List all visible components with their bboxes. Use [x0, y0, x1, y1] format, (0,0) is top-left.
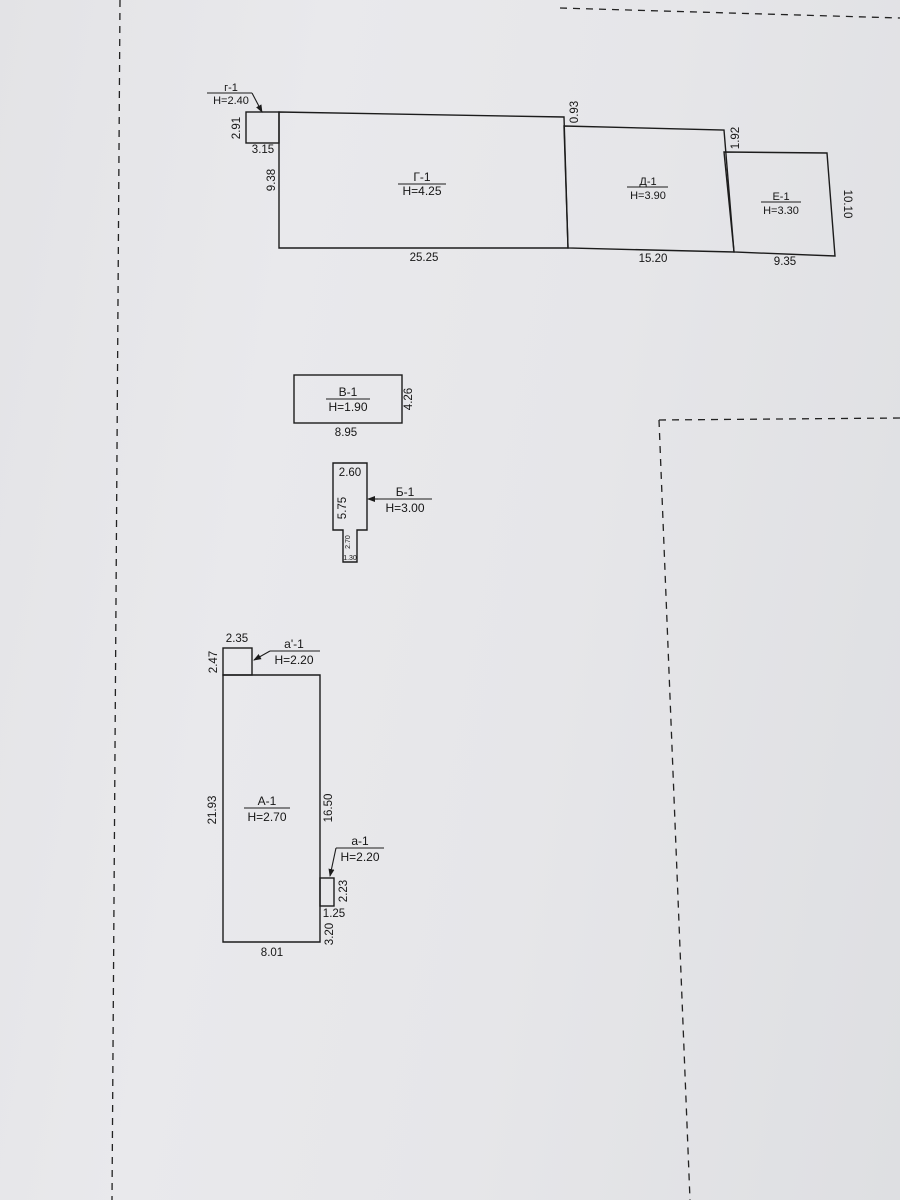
building-a1-dim-left: 21.93 [207, 796, 219, 825]
building-d1: Д-1 Н=3.90 0.93 15.20 [563, 101, 735, 265]
building-a-prime-dim-left: 2.47 [208, 651, 220, 673]
building-e1-dim-right: 10.10 [841, 190, 853, 219]
building-g-small-dim-left: 2.91 [231, 117, 243, 139]
inner-top-boundary-line [658, 417, 900, 421]
building-b1-dim-small-left: 2.70 [345, 535, 352, 549]
building-g-small-name: г-1 [224, 82, 238, 94]
building-v1-height: Н=1.90 [328, 400, 367, 414]
building-b1-outline [332, 462, 368, 563]
building-a-small-leader [328, 847, 337, 877]
building-v1-dim-right: 4.26 [403, 388, 415, 410]
building-a-small-dim-bottom: 1.25 [323, 908, 345, 920]
building-e1: Е-1 Н=3.30 1.92 10.10 9.35 [723, 127, 853, 268]
building-e1-outline [723, 151, 836, 257]
building-a-small: 2.23 1.25 а-1 Н=2.20 [319, 834, 384, 920]
building-a-small-height: Н=2.20 [340, 850, 379, 864]
building-d1-dim-bottom: 15.20 [639, 253, 668, 265]
building-v1-dim-bottom: 8.95 [335, 427, 357, 439]
building-e1-height: Н=3.30 [763, 205, 799, 217]
building-a1-dim-bottom: 8.01 [261, 947, 283, 959]
building-g1-dim-left: 9.38 [266, 169, 278, 191]
building-a-prime-height: Н=2.20 [274, 653, 313, 667]
building-v1: В-1 Н=1.90 4.26 8.95 [293, 374, 415, 439]
building-g1-dim-bottom: 25.25 [410, 252, 439, 264]
left-boundary-line [111, 0, 121, 1200]
building-v1-name: В-1 [339, 385, 358, 399]
building-a-small-name: а-1 [351, 834, 369, 848]
top-boundary-line [559, 7, 900, 19]
building-g-small-dim-bottom: 3.15 [252, 144, 274, 156]
building-a-prime-dim-top: 2.35 [226, 633, 248, 645]
building-a-small-outline [319, 877, 335, 907]
building-a-small-dim-right: 2.23 [338, 880, 350, 902]
building-v1-outline [293, 374, 403, 424]
building-b1-name: Б-1 [396, 485, 415, 499]
building-a1: А-1 Н=2.70 21.93 16.50 8.01 3.20 [207, 674, 336, 959]
building-g1-name: Г-1 [413, 170, 430, 184]
building-a1-dim-right: 16.50 [323, 794, 335, 823]
building-b1-height: Н=3.00 [385, 501, 424, 515]
building-a1-height: Н=2.70 [247, 810, 286, 824]
building-b1-dim-small-bottom: 1.30 [343, 555, 357, 562]
building-d1-name: Д-1 [639, 176, 656, 188]
building-g-small-leader [251, 92, 263, 113]
building-a1-outline [222, 674, 321, 943]
building-g-small-outline [245, 111, 280, 144]
building-e1-name: Е-1 [772, 191, 789, 203]
building-d1-dim-top-left: 0.93 [569, 101, 581, 123]
building-e1-dim-top-left: 1.92 [730, 127, 742, 149]
building-g1: Г-1 Н=4.25 9.38 25.25 [266, 111, 569, 264]
building-d1-height: Н=3.90 [630, 190, 666, 202]
building-d1-outline [563, 125, 735, 253]
building-a1-name: А-1 [258, 794, 277, 808]
building-a-prime-name: а'-1 [284, 637, 304, 651]
building-e1-dim-bottom: 9.35 [774, 256, 796, 268]
building-a-prime-outline [222, 647, 253, 676]
building-b1-dim-top: 2.60 [339, 467, 361, 479]
building-a-prime: 2.35 2.47 а'-1 Н=2.20 [208, 633, 320, 676]
building-b1: 2.60 5.75 2.70 1.30 Б-1 Н=3.00 [332, 462, 432, 563]
building-g-small-height: Н=2.40 [213, 95, 249, 107]
building-g1-height: Н=4.25 [402, 184, 441, 198]
building-a-prime-leader [253, 650, 271, 661]
building-b1-dim-left: 5.75 [337, 497, 349, 519]
building-g-small: 2.91 3.15 г-1 Н=2.40 [207, 82, 280, 156]
inner-left-boundary-line [658, 419, 691, 1200]
building-a1-dim-right-lower: 3.20 [324, 923, 336, 945]
